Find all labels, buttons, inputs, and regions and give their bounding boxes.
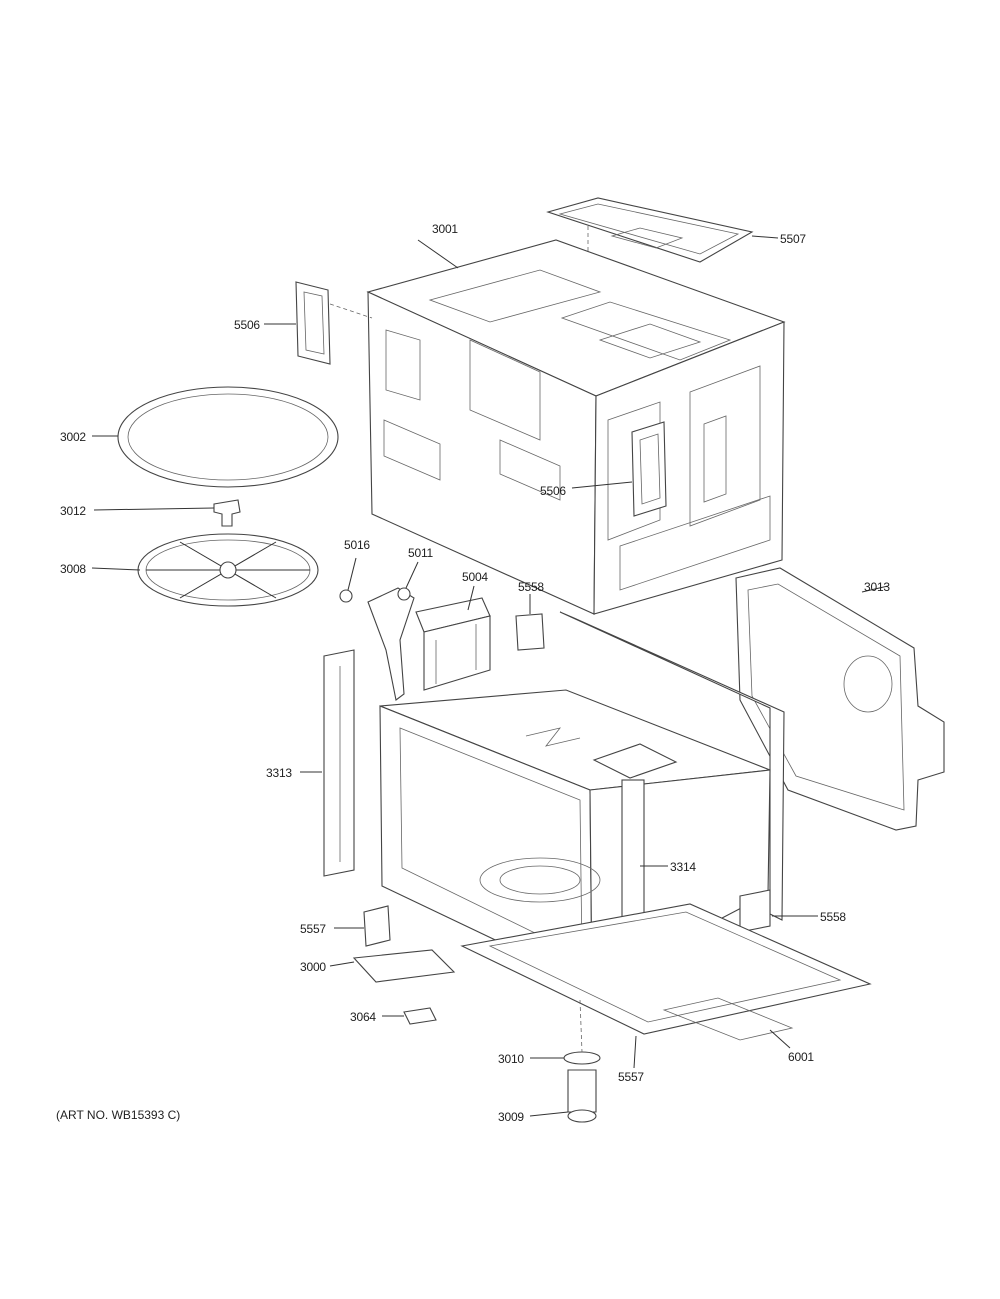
part-5506-gasket-left — [264, 281, 373, 365]
label-5558-upper: 5558 — [518, 580, 544, 594]
label-5558-lower: 5558 — [820, 910, 846, 924]
part-3064-pad — [382, 1007, 437, 1025]
art-number: (ART NO. WB15393 C) — [56, 1108, 181, 1122]
part-3001-cabinet — [366, 239, 786, 615]
label-5016: 5016 — [344, 538, 370, 552]
label-3009: 3009 — [498, 1110, 524, 1124]
part-3008-roller-ring — [91, 533, 319, 607]
label-3013: 3013 — [864, 580, 890, 594]
label-3012: 3012 — [60, 504, 86, 518]
part-3010-motor-top — [530, 1051, 601, 1065]
label-3002: 3002 — [60, 430, 86, 444]
part-5558-upper — [515, 594, 545, 651]
part-3313-side-bracket — [300, 649, 355, 877]
label-3010: 3010 — [498, 1052, 524, 1066]
label-5557-bottom: 5557 — [618, 1070, 644, 1084]
label-5506-right: 5506 — [540, 484, 566, 498]
label-5507: 5507 — [780, 232, 806, 246]
part-5016-sensor — [339, 557, 357, 603]
label-3001: 3001 — [432, 222, 458, 236]
part-3000-plate — [329, 949, 456, 983]
label-3313: 3313 — [266, 766, 292, 780]
label-5557-left: 5557 — [300, 922, 326, 936]
part-5557-left — [334, 905, 391, 947]
part-5011-duct — [367, 561, 419, 701]
label-3008: 3008 — [60, 562, 86, 576]
label-5004: 5004 — [462, 570, 488, 584]
label-3064: 3064 — [350, 1010, 376, 1024]
part-6001-base — [460, 903, 872, 1049]
label-3314: 3314 — [670, 860, 696, 874]
part-3009-motor — [529, 999, 597, 1123]
part-3002-turntable — [92, 386, 339, 488]
label-5011: 5011 — [408, 546, 434, 560]
label-6001: 6001 — [788, 1050, 814, 1064]
part-3012-coupler — [93, 499, 241, 527]
label-5506-left: 5506 — [234, 318, 260, 332]
label-3000: 3000 — [300, 960, 326, 974]
part-5004-bracket — [415, 585, 491, 691]
